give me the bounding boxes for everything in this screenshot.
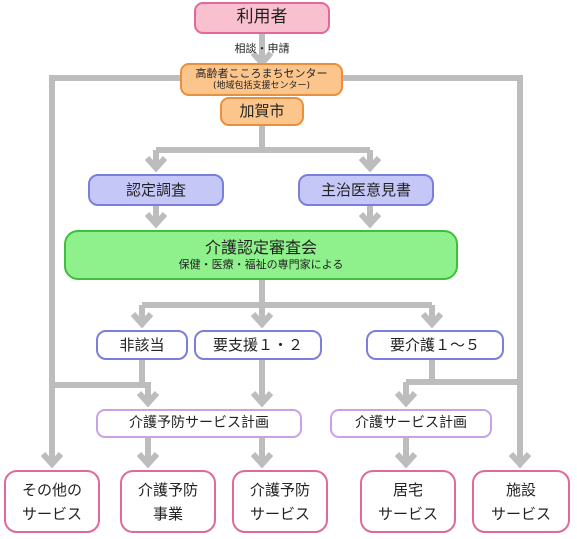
support-level-box: 要支援１・２ <box>194 330 322 360</box>
prevention-service-line2: サービス <box>249 504 310 523</box>
not-applicable-label: 非該当 <box>119 335 165 354</box>
arrow-to-doctor <box>358 155 382 173</box>
user-label: 利用者 <box>236 7 288 28</box>
home-service-line2: サービス <box>377 504 438 523</box>
doctor-label: 主治医意見書 <box>320 180 411 199</box>
home-service-line1: 居宅 <box>392 480 423 499</box>
kokoromachi-center-box: 高齢者こころまちセンター (地域包括支援センター) <box>180 63 343 96</box>
other-services-box: その他の サービス <box>4 470 100 533</box>
survey-label: 認定調査 <box>125 180 186 199</box>
not-applicable-box: 非該当 <box>96 330 188 360</box>
arrow-to-prev-plan-right <box>250 390 274 408</box>
arrow-to-support <box>250 311 274 329</box>
center-left-branch-line <box>49 75 180 460</box>
arrow-to-care <box>420 311 444 329</box>
prevention-project-box: 介護予防 事業 <box>120 470 216 533</box>
support-level-label: 要支援１・２ <box>212 335 303 354</box>
prevention-plan-box: 介護予防サービス計画 <box>96 409 302 438</box>
committee-label: 介護認定審査会 <box>204 238 317 258</box>
prevention-service-box: 介護予防 サービス <box>232 470 328 533</box>
arrow-to-other-services <box>40 451 64 469</box>
prevention-plan-label: 介護予防サービス計画 <box>129 414 269 431</box>
care-certification-committee-box: 介護認定審査会 保健・医療・福祉の専門家による <box>64 230 458 280</box>
prevention-project-line2: 事業 <box>152 504 183 523</box>
committee-sublabel: 保健・医療・福祉の専門家による <box>178 258 344 272</box>
kaga-city-box: 加賀市 <box>220 97 304 126</box>
prevention-project-line1: 介護予防 <box>137 480 198 499</box>
consult-apply-label: 相談・申請 <box>234 42 290 55</box>
care-plan-box: 介護サービス計画 <box>330 409 492 438</box>
arrow-survey-committee <box>144 211 168 229</box>
certification-survey-box: 認定調査 <box>88 174 224 206</box>
facility-service-box: 施設 サービス <box>472 470 570 533</box>
arrow-to-prev-plan-left <box>136 390 160 408</box>
arrow-to-prev-service <box>250 451 274 469</box>
other-services-line1: その他の <box>21 480 82 499</box>
city-label: 加賀市 <box>239 102 285 121</box>
arrow-to-care-plan <box>394 390 418 408</box>
arrow-to-facility-service <box>508 451 532 469</box>
arrow-to-prev-project <box>136 451 160 469</box>
prevention-service-line1: 介護予防 <box>249 480 310 499</box>
facility-service-line2: サービス <box>490 504 551 523</box>
arrow-to-home-service <box>394 451 418 469</box>
facility-service-line1: 施設 <box>505 480 536 499</box>
center-label: 高齢者こころまちセンター <box>195 67 328 80</box>
arrow-to-survey <box>144 155 168 173</box>
center-left-inner-line <box>52 382 151 400</box>
user-box: 利用者 <box>194 2 330 34</box>
home-service-box: 居宅 サービス <box>360 470 456 533</box>
arrow-doctor-committee <box>358 211 382 229</box>
arrow-to-not-applicable <box>130 311 154 329</box>
center-sublabel: (地域包括支援センター) <box>212 80 311 91</box>
center-right-branch-line <box>343 75 523 460</box>
care-level-label: 要介護１～５ <box>389 335 480 354</box>
care-plan-label: 介護サービス計画 <box>355 414 467 431</box>
care-level-box: 要介護１～５ <box>366 330 504 360</box>
doctor-opinion-box: 主治医意見書 <box>298 174 434 206</box>
other-services-line2: サービス <box>21 504 82 523</box>
